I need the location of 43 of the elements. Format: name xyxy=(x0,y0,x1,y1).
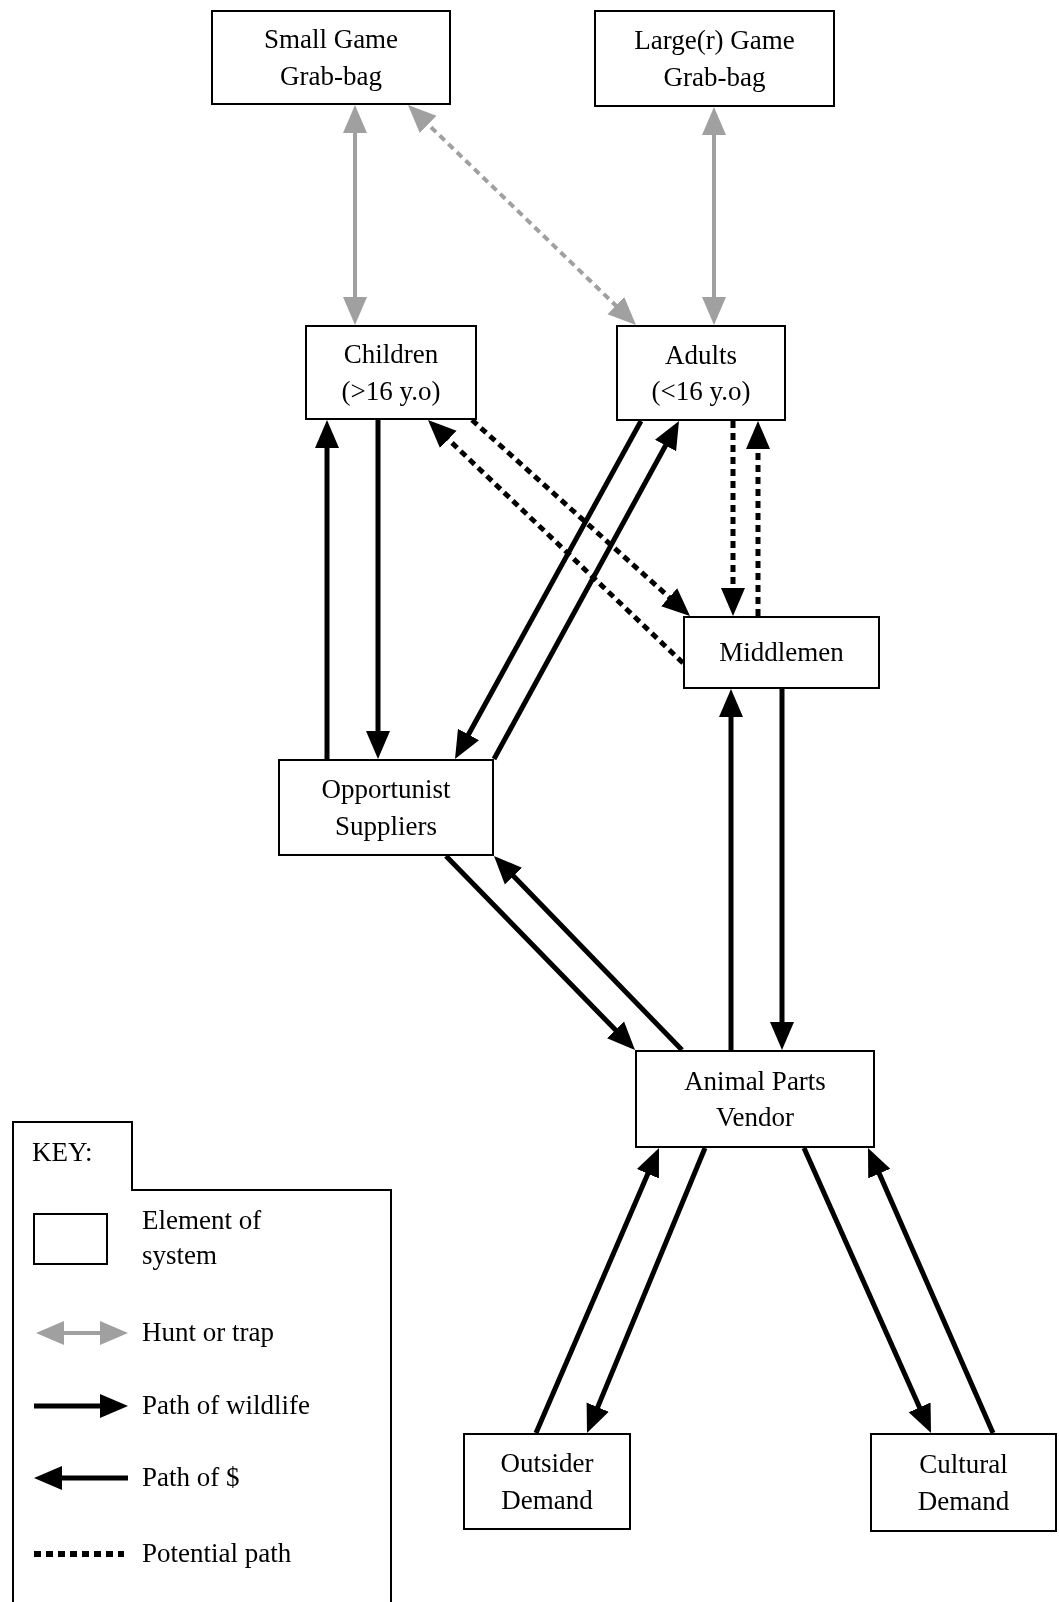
arrow xyxy=(533,1148,659,1434)
process-box xyxy=(305,325,477,420)
arrow xyxy=(719,689,743,1050)
arrow xyxy=(315,420,339,759)
node-label: Adults (<16 y.o) xyxy=(650,338,752,408)
legend-text: Path of wildlife xyxy=(142,1389,311,1422)
legend-text: Path of $ xyxy=(142,1461,241,1494)
node-label: Opportunist Suppliers xyxy=(320,773,452,843)
dashed-arrow xyxy=(721,421,745,616)
legend-text: Potential path xyxy=(142,1537,293,1570)
process-box xyxy=(594,10,835,107)
process-box xyxy=(463,1433,631,1530)
arrow xyxy=(702,107,726,325)
arrow xyxy=(868,1148,996,1434)
arrow xyxy=(801,1147,931,1433)
arrow xyxy=(770,689,794,1050)
arrow xyxy=(343,105,367,325)
arrow xyxy=(586,1147,708,1433)
arrow xyxy=(494,856,684,1052)
legend-text: Element of system xyxy=(142,1204,263,1273)
arrow xyxy=(491,421,679,761)
arrow xyxy=(366,420,390,759)
arrow xyxy=(444,854,635,1050)
legend-text: Hunt or trap xyxy=(142,1316,275,1349)
dashed-arrow xyxy=(470,418,690,616)
process-box xyxy=(616,325,786,421)
legend-title: KEY: xyxy=(12,1121,133,1191)
arrow xyxy=(455,419,644,759)
process-box xyxy=(870,1433,1057,1532)
node-label: Middlemen xyxy=(719,636,844,670)
node-label: Small Game Grab-bag xyxy=(262,23,400,93)
process-box xyxy=(211,10,451,105)
node-label: Cultural Demand xyxy=(916,1448,1011,1518)
node-label: Large(r) Game Grab-bag xyxy=(633,24,796,94)
dashed-arrow xyxy=(428,420,685,665)
process-box xyxy=(278,759,494,856)
process-box xyxy=(635,1050,875,1148)
node-label: Animal Parts Vendor xyxy=(683,1064,827,1134)
process-box xyxy=(683,616,880,689)
node-label: Children (>16 y.o) xyxy=(340,338,442,408)
dashed-arrow xyxy=(746,421,770,616)
node-label: Outsider Demand xyxy=(499,1447,595,1517)
dashed-arrow xyxy=(408,105,636,325)
